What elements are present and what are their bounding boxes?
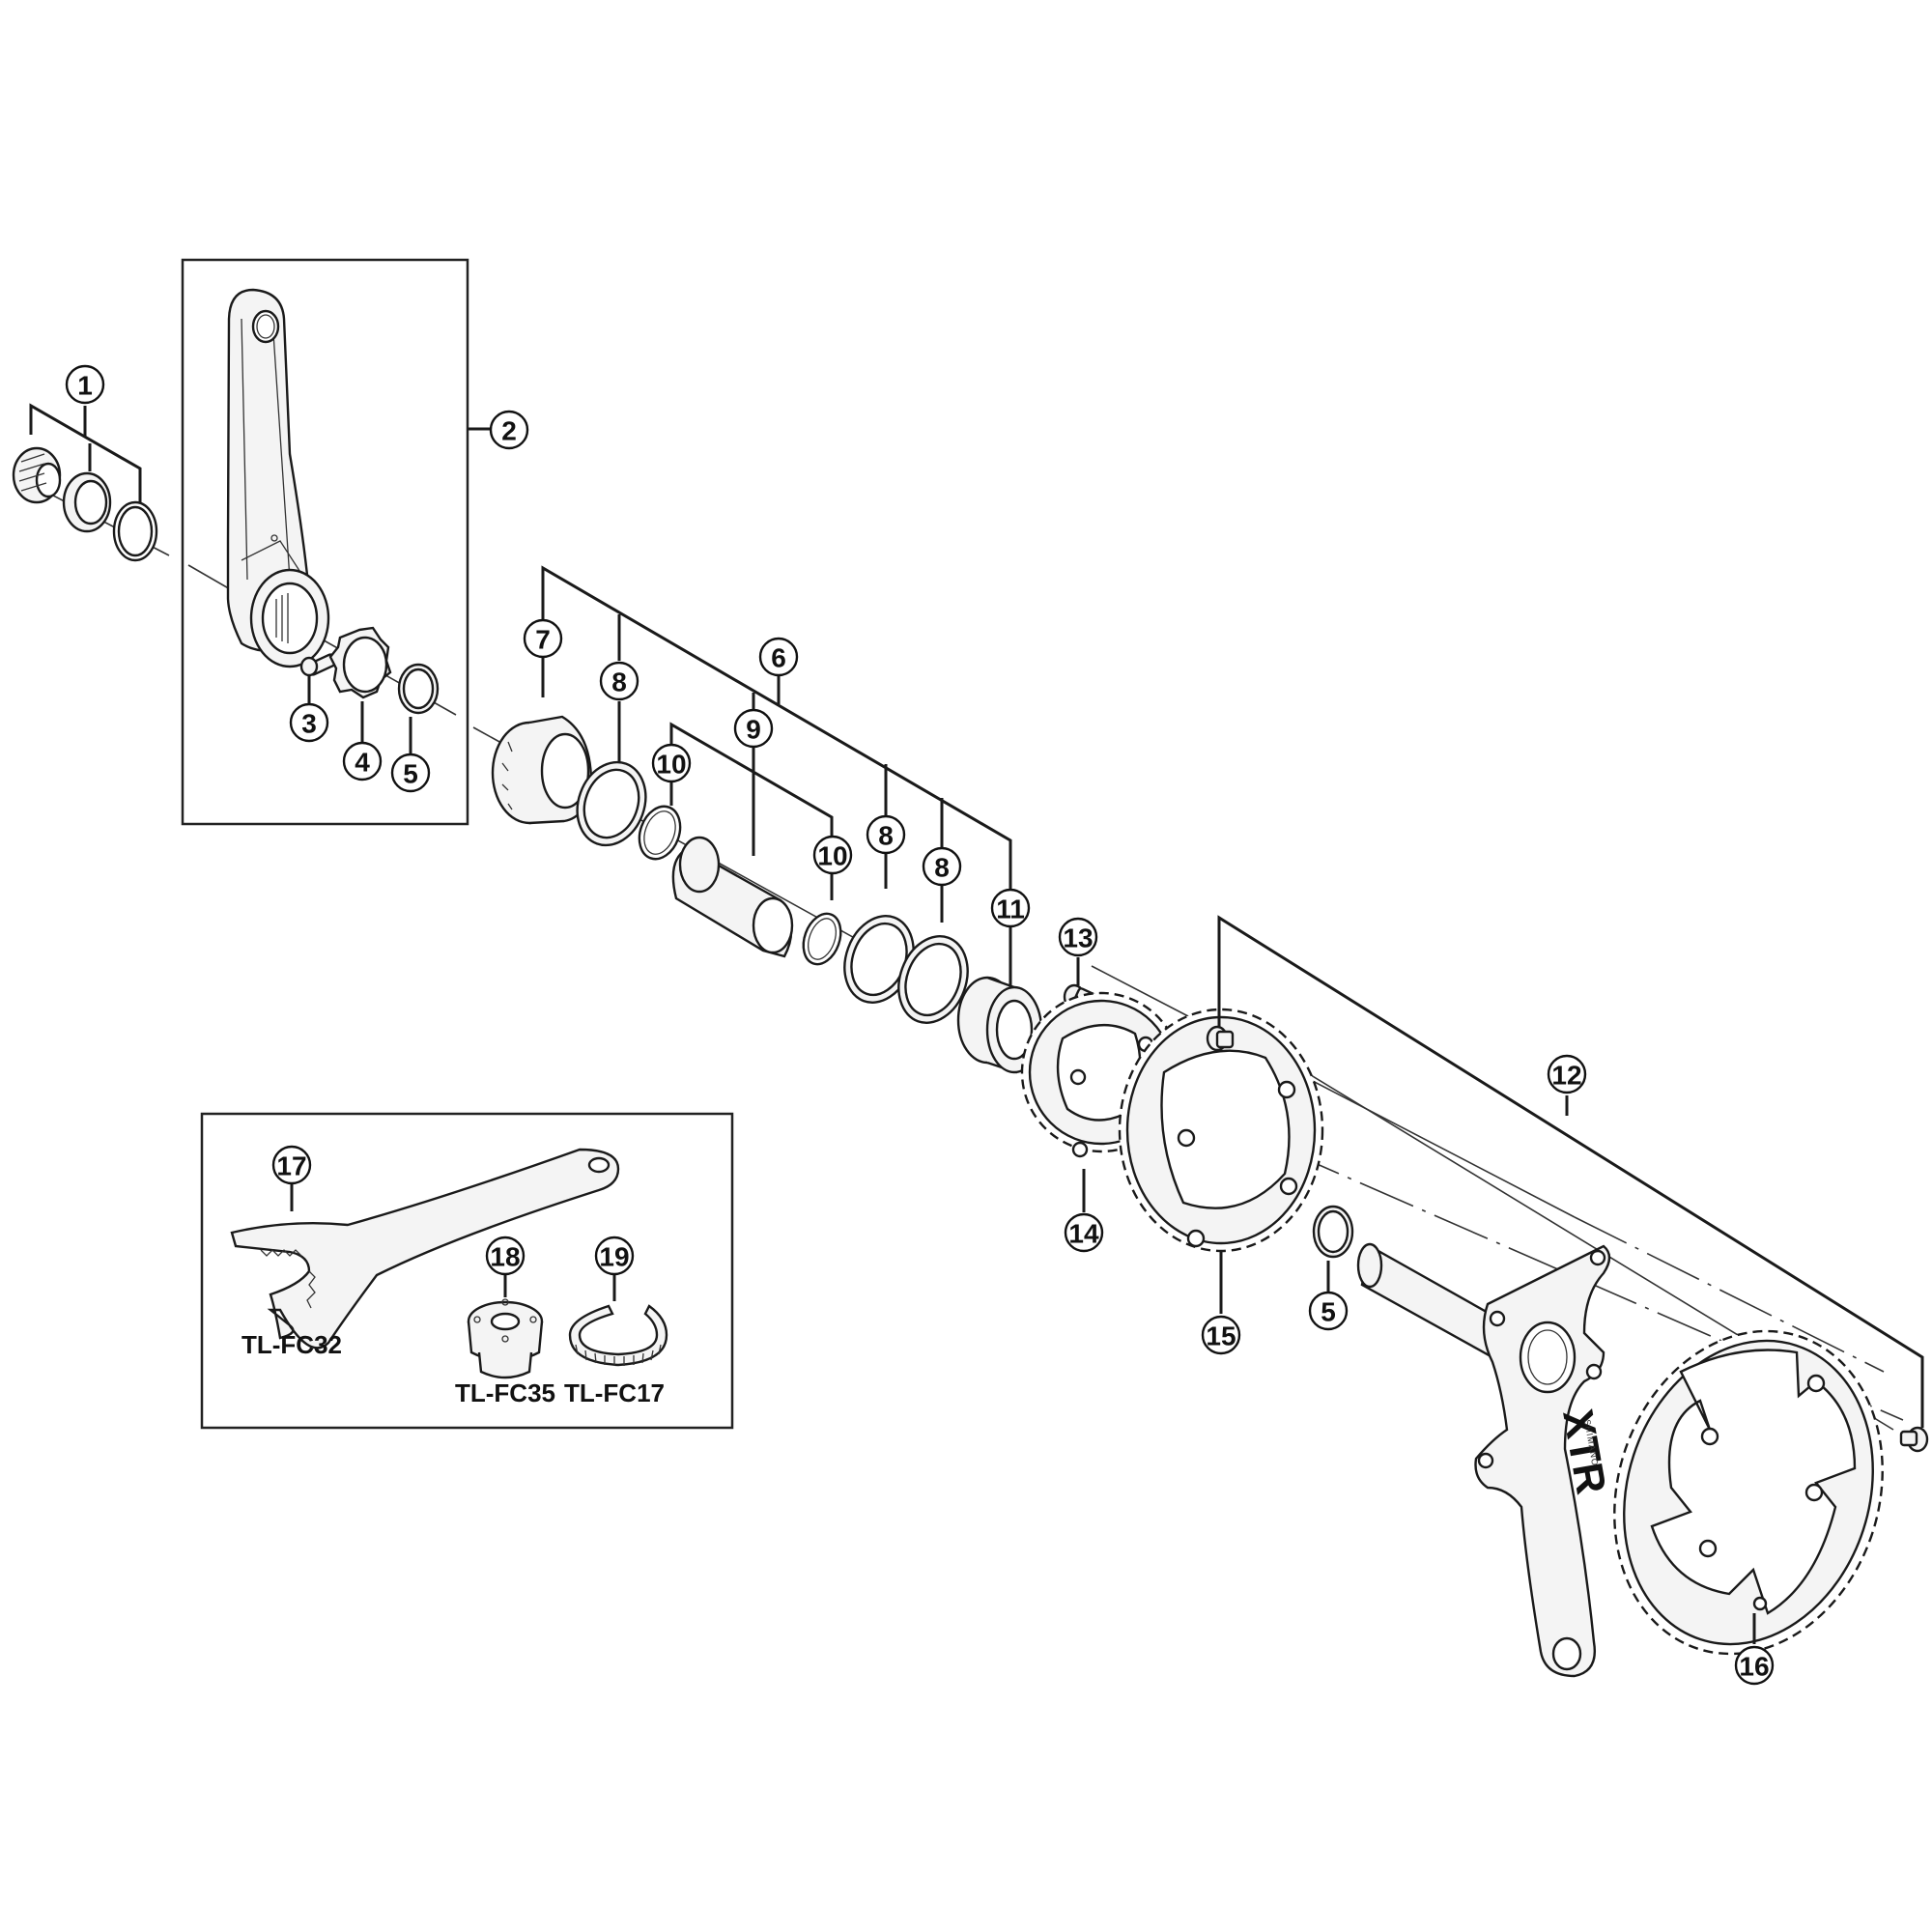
svg-text:13: 13 [1063, 923, 1093, 953]
callout-2: 2 [489, 410, 529, 450]
svg-text:2: 2 [501, 416, 517, 446]
callout-13: 13 [1058, 917, 1098, 957]
callout-15: 15 [1201, 1315, 1241, 1355]
tool-18-tl-fc35 [467, 1275, 544, 1379]
svg-text:6: 6 [771, 643, 786, 673]
svg-text:4: 4 [355, 748, 370, 778]
callout-4: 4 [342, 741, 383, 781]
svg-text:14: 14 [1068, 1219, 1099, 1249]
tool-label-tl-fc32: TL-FC32 [242, 1330, 342, 1359]
part-12-bracket [1217, 915, 1924, 1428]
callouts: 1 2 3 4 5 7 8 6 9 10 10 8 8 11 13 12 14 … [65, 364, 1775, 1686]
svg-text:10: 10 [817, 841, 847, 871]
part-4-adjusting-cap [328, 626, 392, 744]
svg-text:10: 10 [656, 750, 686, 780]
svg-text:8: 8 [934, 853, 950, 883]
callout-12: 12 [1547, 1054, 1587, 1094]
tool-19-tl-fc17 [568, 1275, 668, 1367]
callout-9: 9 [733, 708, 774, 749]
svg-text:17: 17 [276, 1151, 306, 1181]
part-7-left-adapter [491, 715, 593, 825]
svg-text:7: 7 [535, 625, 551, 655]
part-2-left-crank-box [181, 258, 469, 826]
callout-16: 16 [1734, 1645, 1775, 1686]
svg-text:9: 9 [746, 715, 761, 745]
part-10-oring-b [802, 912, 842, 966]
callout-17: 17 [271, 1145, 312, 1185]
part-2-left-crank-arm [226, 288, 330, 668]
svg-text:8: 8 [611, 668, 627, 697]
part-16-large-chainring [1613, 1329, 1884, 1656]
callout-10-a: 10 [651, 743, 692, 783]
svg-text:8: 8 [878, 821, 894, 851]
callout-7: 7 [523, 618, 563, 659]
tool-17-tl-fc32-wrench [230, 1148, 620, 1350]
tool-label-tl-fc17: TL-FC17 [564, 1378, 665, 1407]
callout-6: 6 [758, 637, 799, 677]
svg-text:5: 5 [1321, 1297, 1336, 1327]
callout-10-b: 10 [812, 835, 853, 875]
callout-5-right: 5 [1308, 1291, 1349, 1331]
part-8-spacer-a [576, 760, 647, 847]
callout-8-a: 8 [599, 661, 639, 701]
callout-5-left: 5 [390, 753, 431, 793]
part-1-crank-cap-set [12, 403, 158, 562]
part-10-oring-a [638, 805, 682, 861]
svg-text:12: 12 [1551, 1061, 1581, 1091]
part-3-crank-bolt [299, 653, 338, 707]
part-16-fixing-bolt [1899, 1426, 1929, 1453]
svg-text:18: 18 [490, 1242, 520, 1272]
svg-text:5: 5 [403, 759, 418, 789]
part-12-chainring-nut [1206, 1025, 1235, 1052]
svg-text:16: 16 [1739, 1652, 1769, 1682]
callout-8-b: 8 [866, 814, 906, 855]
callout-18: 18 [485, 1236, 526, 1276]
part-15-middle-chainring [1118, 1008, 1324, 1314]
callout-8-c: 8 [922, 846, 962, 887]
callout-19: 19 [594, 1236, 635, 1276]
callout-11: 11 [990, 888, 1031, 928]
svg-text:1: 1 [77, 371, 93, 401]
svg-text:15: 15 [1206, 1321, 1236, 1351]
callout-3: 3 [289, 702, 329, 743]
tool-label-tl-fc35: TL-FC35 [455, 1378, 555, 1407]
tools-box [200, 1112, 734, 1430]
part-5-spacer [397, 663, 440, 755]
part-5-right-spacer [1312, 1205, 1354, 1292]
callout-1: 1 [65, 364, 105, 405]
callout-14: 14 [1064, 1212, 1104, 1253]
part-12-right-crank-arm: XTR SHIMANO [1356, 1242, 1615, 1678]
part-8-spacer-c [897, 935, 969, 1024]
part-9-inner-cover [671, 836, 794, 958]
svg-text:19: 19 [599, 1242, 629, 1272]
svg-text:11: 11 [996, 895, 1025, 924]
part-8-spacer-b [843, 915, 915, 1004]
svg-text:3: 3 [301, 709, 317, 739]
